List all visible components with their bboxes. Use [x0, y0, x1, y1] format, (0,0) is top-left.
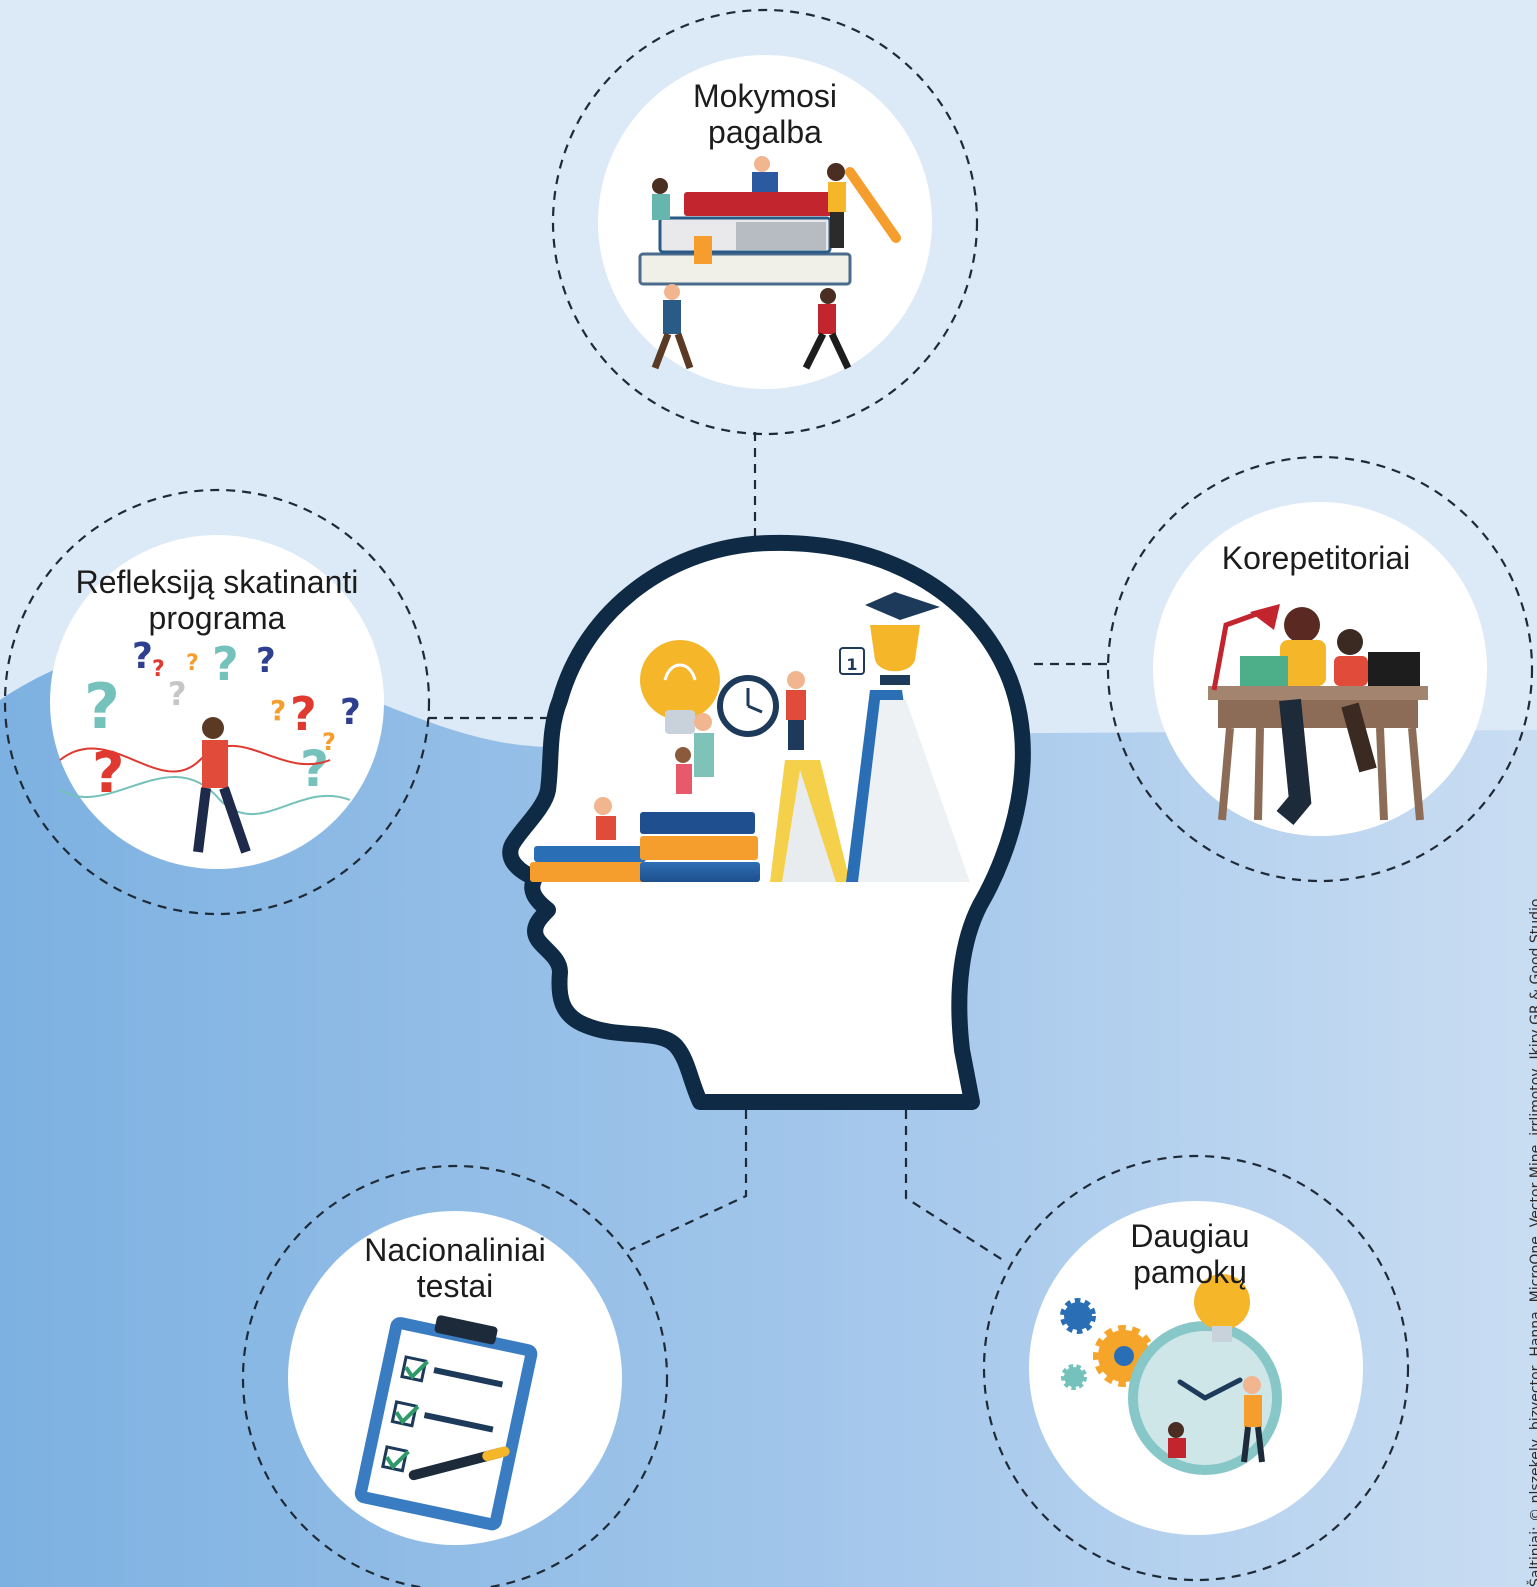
label-line: pagalba — [708, 114, 822, 150]
node-label-nacionaliniai-testai: Nacionaliniai testai — [364, 1232, 545, 1304]
calendar-day: 1 — [846, 655, 857, 674]
svg-text:?: ? — [270, 694, 286, 727]
label-line: Daugiau — [1130, 1218, 1250, 1254]
tutor-desk-icon — [1208, 604, 1428, 826]
stacked-books-people-icon — [638, 156, 901, 370]
node-ring — [3, 488, 431, 916]
svg-text:?: ? — [290, 687, 317, 741]
node-ring — [551, 8, 979, 436]
svg-text:?: ? — [340, 692, 361, 733]
node-label-mokymosi-pagalba: Mokymosi pagalba — [693, 78, 837, 150]
image-credit: Šaltiniai: © nlszekely, bizvector, Hanna… — [1528, 894, 1537, 1587]
label-line: Mokymosi — [692, 78, 838, 114]
node-label-daugiau-pamoku: Daugiau pamokų — [1130, 1218, 1249, 1290]
svg-text:?: ? — [168, 675, 187, 713]
node-label-korepetitoriai: Korepetitoriai — [1222, 540, 1411, 576]
connector-lines — [428, 432, 1112, 1263]
label-line: Nacionaliniai — [364, 1232, 546, 1268]
svg-text:?: ? — [322, 728, 336, 756]
head-books-trophy-icon: 1 — [530, 592, 970, 882]
question-marks-icon: ? ? ? ? ? ? ? ? ? ? ? ? ? — [59, 636, 361, 854]
svg-text:?: ? — [84, 670, 120, 743]
node-ring — [1106, 455, 1534, 883]
connector-bottom-right — [904, 1110, 1007, 1263]
clipboard-checklist-icon — [354, 1315, 538, 1531]
label-line: Refleksiją skatinanti — [75, 564, 359, 600]
node-ring — [982, 1154, 1410, 1582]
svg-text:?: ? — [300, 740, 329, 798]
node-ring — [241, 1164, 669, 1587]
node-label-refleksija: Refleksiją skatinanti programa — [76, 564, 359, 636]
label-line: programa — [148, 600, 286, 636]
svg-text:?: ? — [256, 641, 276, 681]
label-line: Korepetitoriai — [1221, 540, 1411, 576]
svg-text:?: ? — [132, 636, 153, 677]
svg-text:?: ? — [212, 637, 239, 691]
clock-gears-icon — [1060, 1274, 1282, 1475]
label-line: testai — [416, 1268, 494, 1304]
label-line: pamokų — [1133, 1254, 1247, 1290]
svg-text:?: ? — [186, 651, 199, 676]
connector-bottom-left — [629, 1110, 748, 1251]
svg-text:?: ? — [152, 657, 165, 682]
